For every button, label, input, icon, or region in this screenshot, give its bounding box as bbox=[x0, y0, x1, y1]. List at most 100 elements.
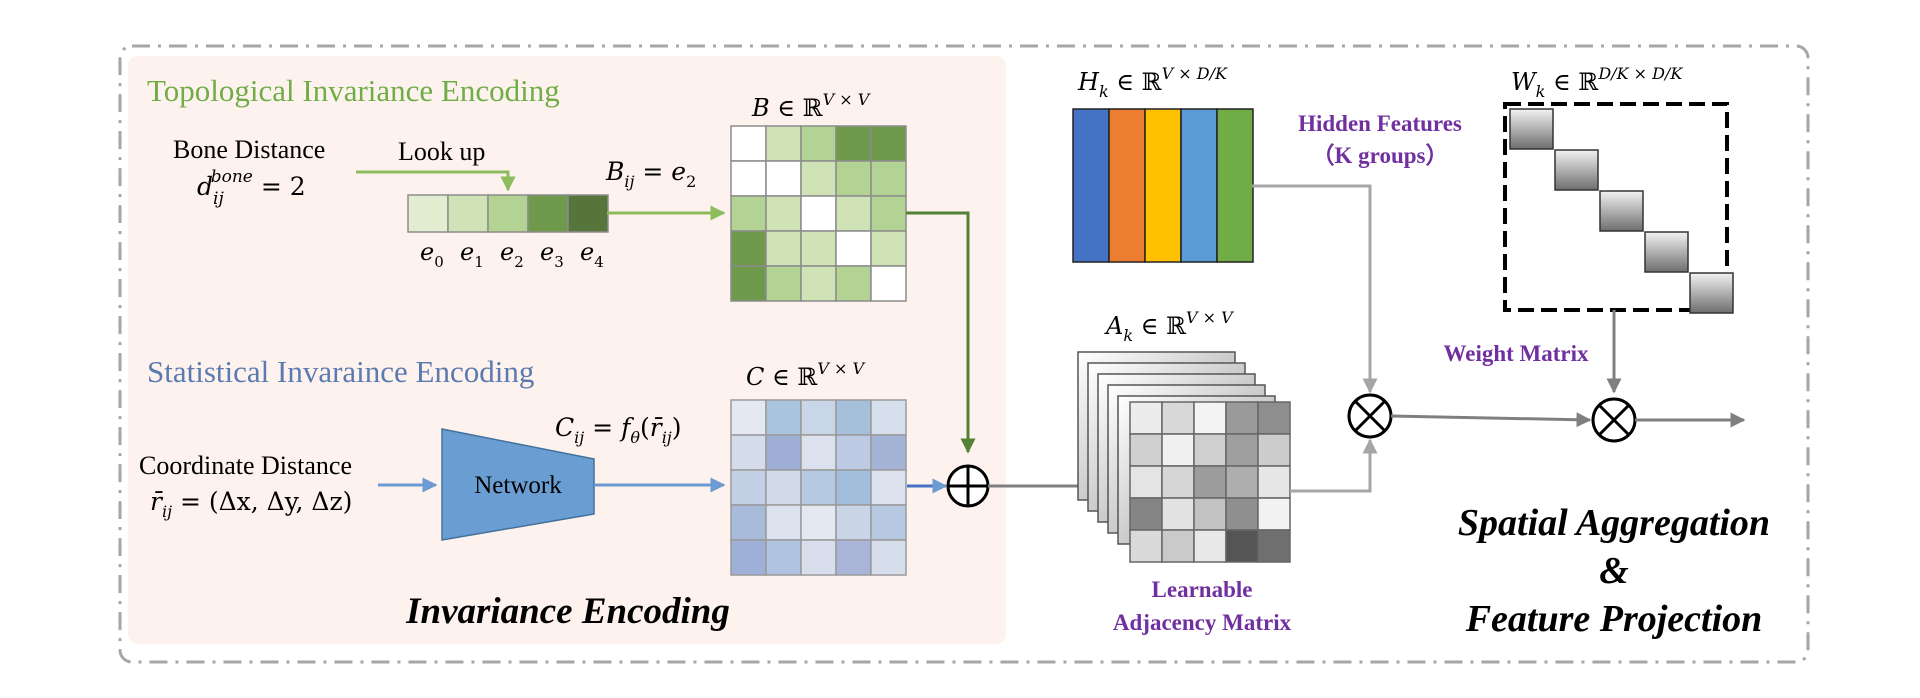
c-letter: C bbox=[555, 413, 574, 442]
spatial-aggregation-ampersand: & bbox=[1599, 550, 1629, 592]
c-arg-r: r̄ bbox=[650, 413, 664, 442]
a-sup: V × V bbox=[1186, 308, 1234, 327]
c-arg-sub: ij bbox=[662, 428, 672, 447]
hidden-features-groups-label: （K groups） bbox=[1312, 142, 1449, 168]
b-title-sup: V × V bbox=[823, 90, 871, 109]
weight-block-0 bbox=[1509, 108, 1554, 150]
c-sub: ij bbox=[574, 428, 584, 447]
bone-value: = 2 bbox=[253, 172, 306, 201]
weight-block-3 bbox=[1644, 231, 1689, 273]
a-letter: A bbox=[1104, 312, 1123, 340]
hidden-feature-group-4 bbox=[1216, 108, 1254, 263]
h-letter: H bbox=[1077, 68, 1100, 96]
embedding-label-letter-3: e bbox=[540, 238, 554, 266]
adjacency-matrix-cell-3-2 bbox=[1193, 497, 1227, 531]
weight-matrix-blocks bbox=[1509, 108, 1734, 314]
adjacency-matrix-cell-1-1 bbox=[1161, 433, 1195, 467]
matrix-c-cell-2-4 bbox=[870, 469, 907, 506]
matrix-c-cell-3-2 bbox=[800, 504, 837, 541]
arrow-multiply-to-multiply bbox=[1390, 412, 1592, 428]
matrix-b-cell-1-2 bbox=[800, 160, 837, 197]
matrix-c-cell-1-3 bbox=[835, 434, 872, 471]
embedding-cell-3 bbox=[527, 194, 569, 233]
hidden-feature-group-0 bbox=[1072, 108, 1110, 263]
matrix-b-cell-2-0 bbox=[730, 195, 767, 232]
embedding-cell-0 bbox=[407, 194, 449, 233]
matrix-b-cell-0-2 bbox=[800, 125, 837, 162]
invariance-encoding-title: Invariance Encoding bbox=[405, 591, 730, 632]
hidden-features-matrix bbox=[1072, 108, 1254, 263]
matrix-w-title: Wk ∈ ℝD/K × D/K bbox=[1511, 64, 1683, 101]
embedding-label-2: e2 bbox=[500, 238, 524, 271]
adjacency-matrix-cell-3-3 bbox=[1225, 497, 1259, 531]
coordinate-distance-formula: r̄ij = (Δx, Δy, Δz) bbox=[150, 487, 352, 521]
matrix-b-cell-4-0 bbox=[730, 265, 767, 302]
matrix-c-cell-2-3 bbox=[835, 469, 872, 506]
matrix-b-cell-0-3 bbox=[835, 125, 872, 162]
adjacency-matrix-cell-2-2 bbox=[1193, 465, 1227, 499]
matrix-b-cell-1-3 bbox=[835, 160, 872, 197]
matrix-b-cell-0-4 bbox=[870, 125, 907, 162]
r-letter: r̄ bbox=[150, 487, 164, 516]
add-operator-icon bbox=[946, 464, 990, 508]
adjacency-matrix-cell-1-0 bbox=[1129, 433, 1163, 467]
embedding-label-3: e3 bbox=[540, 238, 564, 271]
embedding-label-index-0: 0 bbox=[434, 253, 444, 271]
matrix-c-cell-4-3 bbox=[835, 539, 872, 576]
matrix-a-title: Ak ∈ ℝV × V bbox=[1104, 308, 1234, 345]
c-theta: θ bbox=[630, 428, 640, 447]
embedding-cell-4 bbox=[567, 194, 609, 233]
w-in: ∈ ℝ bbox=[1545, 68, 1599, 96]
b-e-sub: 2 bbox=[686, 172, 696, 191]
embedding-cell-2 bbox=[487, 194, 529, 233]
embedding-label-letter-1: e bbox=[460, 238, 474, 266]
matrix-b-cell-3-3 bbox=[835, 230, 872, 267]
w-sub: k bbox=[1536, 82, 1546, 101]
matrix-c-cell-2-0 bbox=[730, 469, 767, 506]
matrix-c-cell-3-4 bbox=[870, 504, 907, 541]
embedding-label-letter-2: e bbox=[500, 238, 514, 266]
adjacency-matrix-cell-2-3 bbox=[1225, 465, 1259, 499]
matrix-c-cell-4-0 bbox=[730, 539, 767, 576]
matrix-c-title: C ∈ ℝV × V bbox=[746, 359, 865, 391]
adjacency-matrix-cell-2-0 bbox=[1129, 465, 1163, 499]
bone-distance-label: Bone Distance bbox=[173, 135, 325, 164]
arrow-b-to-add bbox=[906, 211, 976, 454]
r-rest: = (Δx, Δy, Δz) bbox=[172, 487, 352, 516]
b-e: e bbox=[671, 157, 686, 186]
hidden-features-label: Hidden Features bbox=[1298, 111, 1462, 136]
hidden-feature-group-2 bbox=[1144, 108, 1182, 263]
matrix-b-cell-2-1 bbox=[765, 195, 802, 232]
matrix-b-cell-4-2 bbox=[800, 265, 837, 302]
a-in: ∈ ℝ bbox=[1133, 312, 1187, 340]
network-block bbox=[441, 428, 595, 541]
weight-matrix-label: Weight Matrix bbox=[1444, 341, 1589, 366]
matrix-b-title: B ∈ ℝV × V bbox=[751, 90, 871, 122]
matrix-c-cell-3-0 bbox=[730, 504, 767, 541]
matrix-c-cell-1-4 bbox=[870, 434, 907, 471]
matrix-c-cell-1-1 bbox=[765, 434, 802, 471]
matrix-b-cell-3-2 bbox=[800, 230, 837, 267]
matrix-b-cell-3-1 bbox=[765, 230, 802, 267]
c-title-sup: V × V bbox=[817, 359, 865, 378]
adjacency-matrix-cell-4-0 bbox=[1129, 529, 1163, 563]
adjacency-label-2: Adjacency Matrix bbox=[1113, 610, 1292, 635]
adjacency-matrix-cell-3-1 bbox=[1161, 497, 1195, 531]
spatial-aggregation-title: Spatial Aggregation bbox=[1458, 502, 1770, 544]
matrix-c-cell-0-4 bbox=[870, 399, 907, 436]
weight-matrix-frame bbox=[1503, 102, 1729, 312]
matrix-c-cell-0-0 bbox=[730, 399, 767, 436]
lookup-label: Look up bbox=[398, 137, 485, 166]
matrix-b-cell-0-1 bbox=[765, 125, 802, 162]
arrow-a-to-multiply bbox=[1290, 438, 1378, 493]
adjacency-matrix-cell-0-0 bbox=[1129, 401, 1163, 435]
matrix-c-cell-0-2 bbox=[800, 399, 837, 436]
c-f: f bbox=[619, 413, 634, 442]
embedding-label-4: e4 bbox=[580, 238, 604, 271]
embedding-label-index-4: 4 bbox=[594, 253, 604, 271]
outer-frame bbox=[118, 44, 1810, 664]
embedding-label-letter-4: e bbox=[580, 238, 594, 266]
embedding-label-1: e1 bbox=[460, 238, 484, 271]
embedding-cell-1 bbox=[447, 194, 489, 233]
